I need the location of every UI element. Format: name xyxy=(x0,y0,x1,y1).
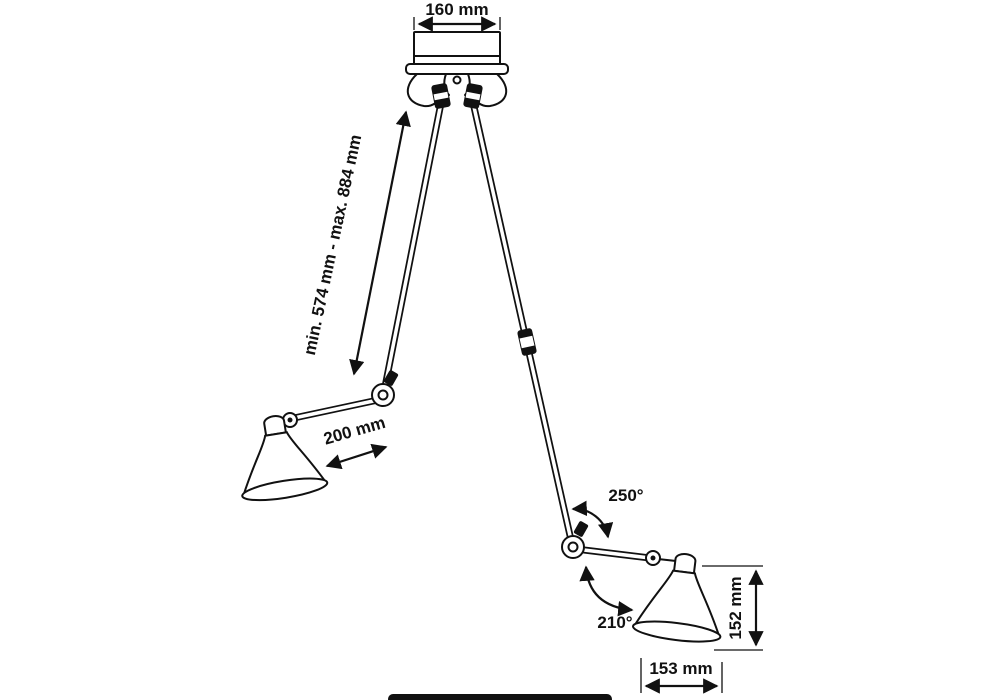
dim-shade-height: 152 mm xyxy=(702,565,764,651)
left-arm-clamp xyxy=(431,83,451,109)
mount-screw xyxy=(452,75,462,85)
dim-angle-upper: 250° xyxy=(571,486,644,539)
dim-arm-length-label: min. 574 mm - max. 884 mm xyxy=(300,133,365,357)
upper-left-arm xyxy=(380,94,446,396)
upper-right-arm xyxy=(468,94,575,544)
dim-angle-upper-label: 250° xyxy=(608,486,643,505)
right-shade-cap xyxy=(672,553,697,575)
right-shade-rim xyxy=(632,620,722,643)
dim-mount-width: 160 mm xyxy=(413,0,501,32)
left-shade-cap xyxy=(263,415,288,437)
lower-left-arm xyxy=(290,396,382,422)
dim-lower-arm-label: 200 mm xyxy=(321,413,387,449)
dim-shade-width-label: 153 mm xyxy=(649,659,712,678)
dim-mount-width-label: 160 mm xyxy=(425,0,488,19)
dim-shade-width: 153 mm xyxy=(640,658,723,694)
lower-right-arm xyxy=(580,546,654,562)
right-shade xyxy=(632,553,722,643)
dim-angle-lower: 210° xyxy=(579,565,634,632)
dim-arm-length: min. 574 mm - max. 884 mm xyxy=(300,110,411,376)
telescopic-clamp xyxy=(517,328,537,356)
left-shade-rim xyxy=(241,477,329,502)
dim-lower-arm: 200 mm xyxy=(321,413,388,470)
right-shade-swivel xyxy=(645,550,677,566)
bottom-indicator xyxy=(388,694,612,700)
dim-angle-lower-label: 210° xyxy=(597,613,632,632)
left-shade xyxy=(241,415,329,502)
dim-shade-height-label: 152 mm xyxy=(726,576,745,639)
ceiling-mount xyxy=(405,31,509,85)
right-arm-clamp xyxy=(463,83,483,109)
